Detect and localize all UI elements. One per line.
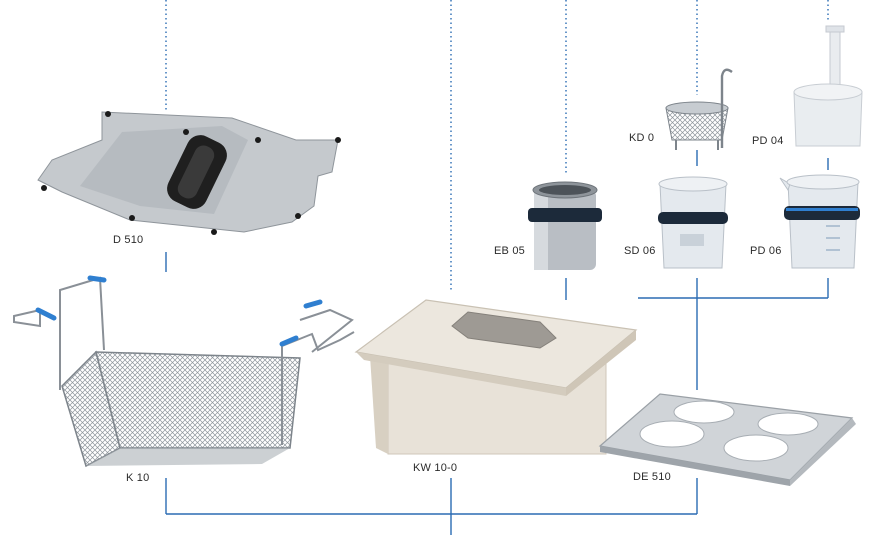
label-de510: DE 510 [633,471,671,483]
tray-kw100-image [354,299,638,455]
beaker-pd04-image [793,25,863,147]
label-pd04: PD 04 [752,135,784,147]
insert-eb05-image [528,181,602,270]
beaker-sd06-image [658,176,728,269]
plate-de510-image [598,393,856,486]
label-eb05: EB 05 [494,245,525,257]
lid-d510-image [37,111,341,235]
label-k10: K 10 [126,472,150,484]
label-kd0: KD 0 [629,132,655,144]
label-sd06: SD 06 [624,245,656,257]
label-pd06: PD 06 [750,245,782,257]
label-d510: D 510 [113,234,144,246]
basket-k10-image [13,275,355,468]
connector-lines [165,0,829,535]
beaker-pd06-image [779,174,860,269]
label-kw100: KW 10-0 [413,462,458,474]
basket-kd0-image [665,68,733,150]
